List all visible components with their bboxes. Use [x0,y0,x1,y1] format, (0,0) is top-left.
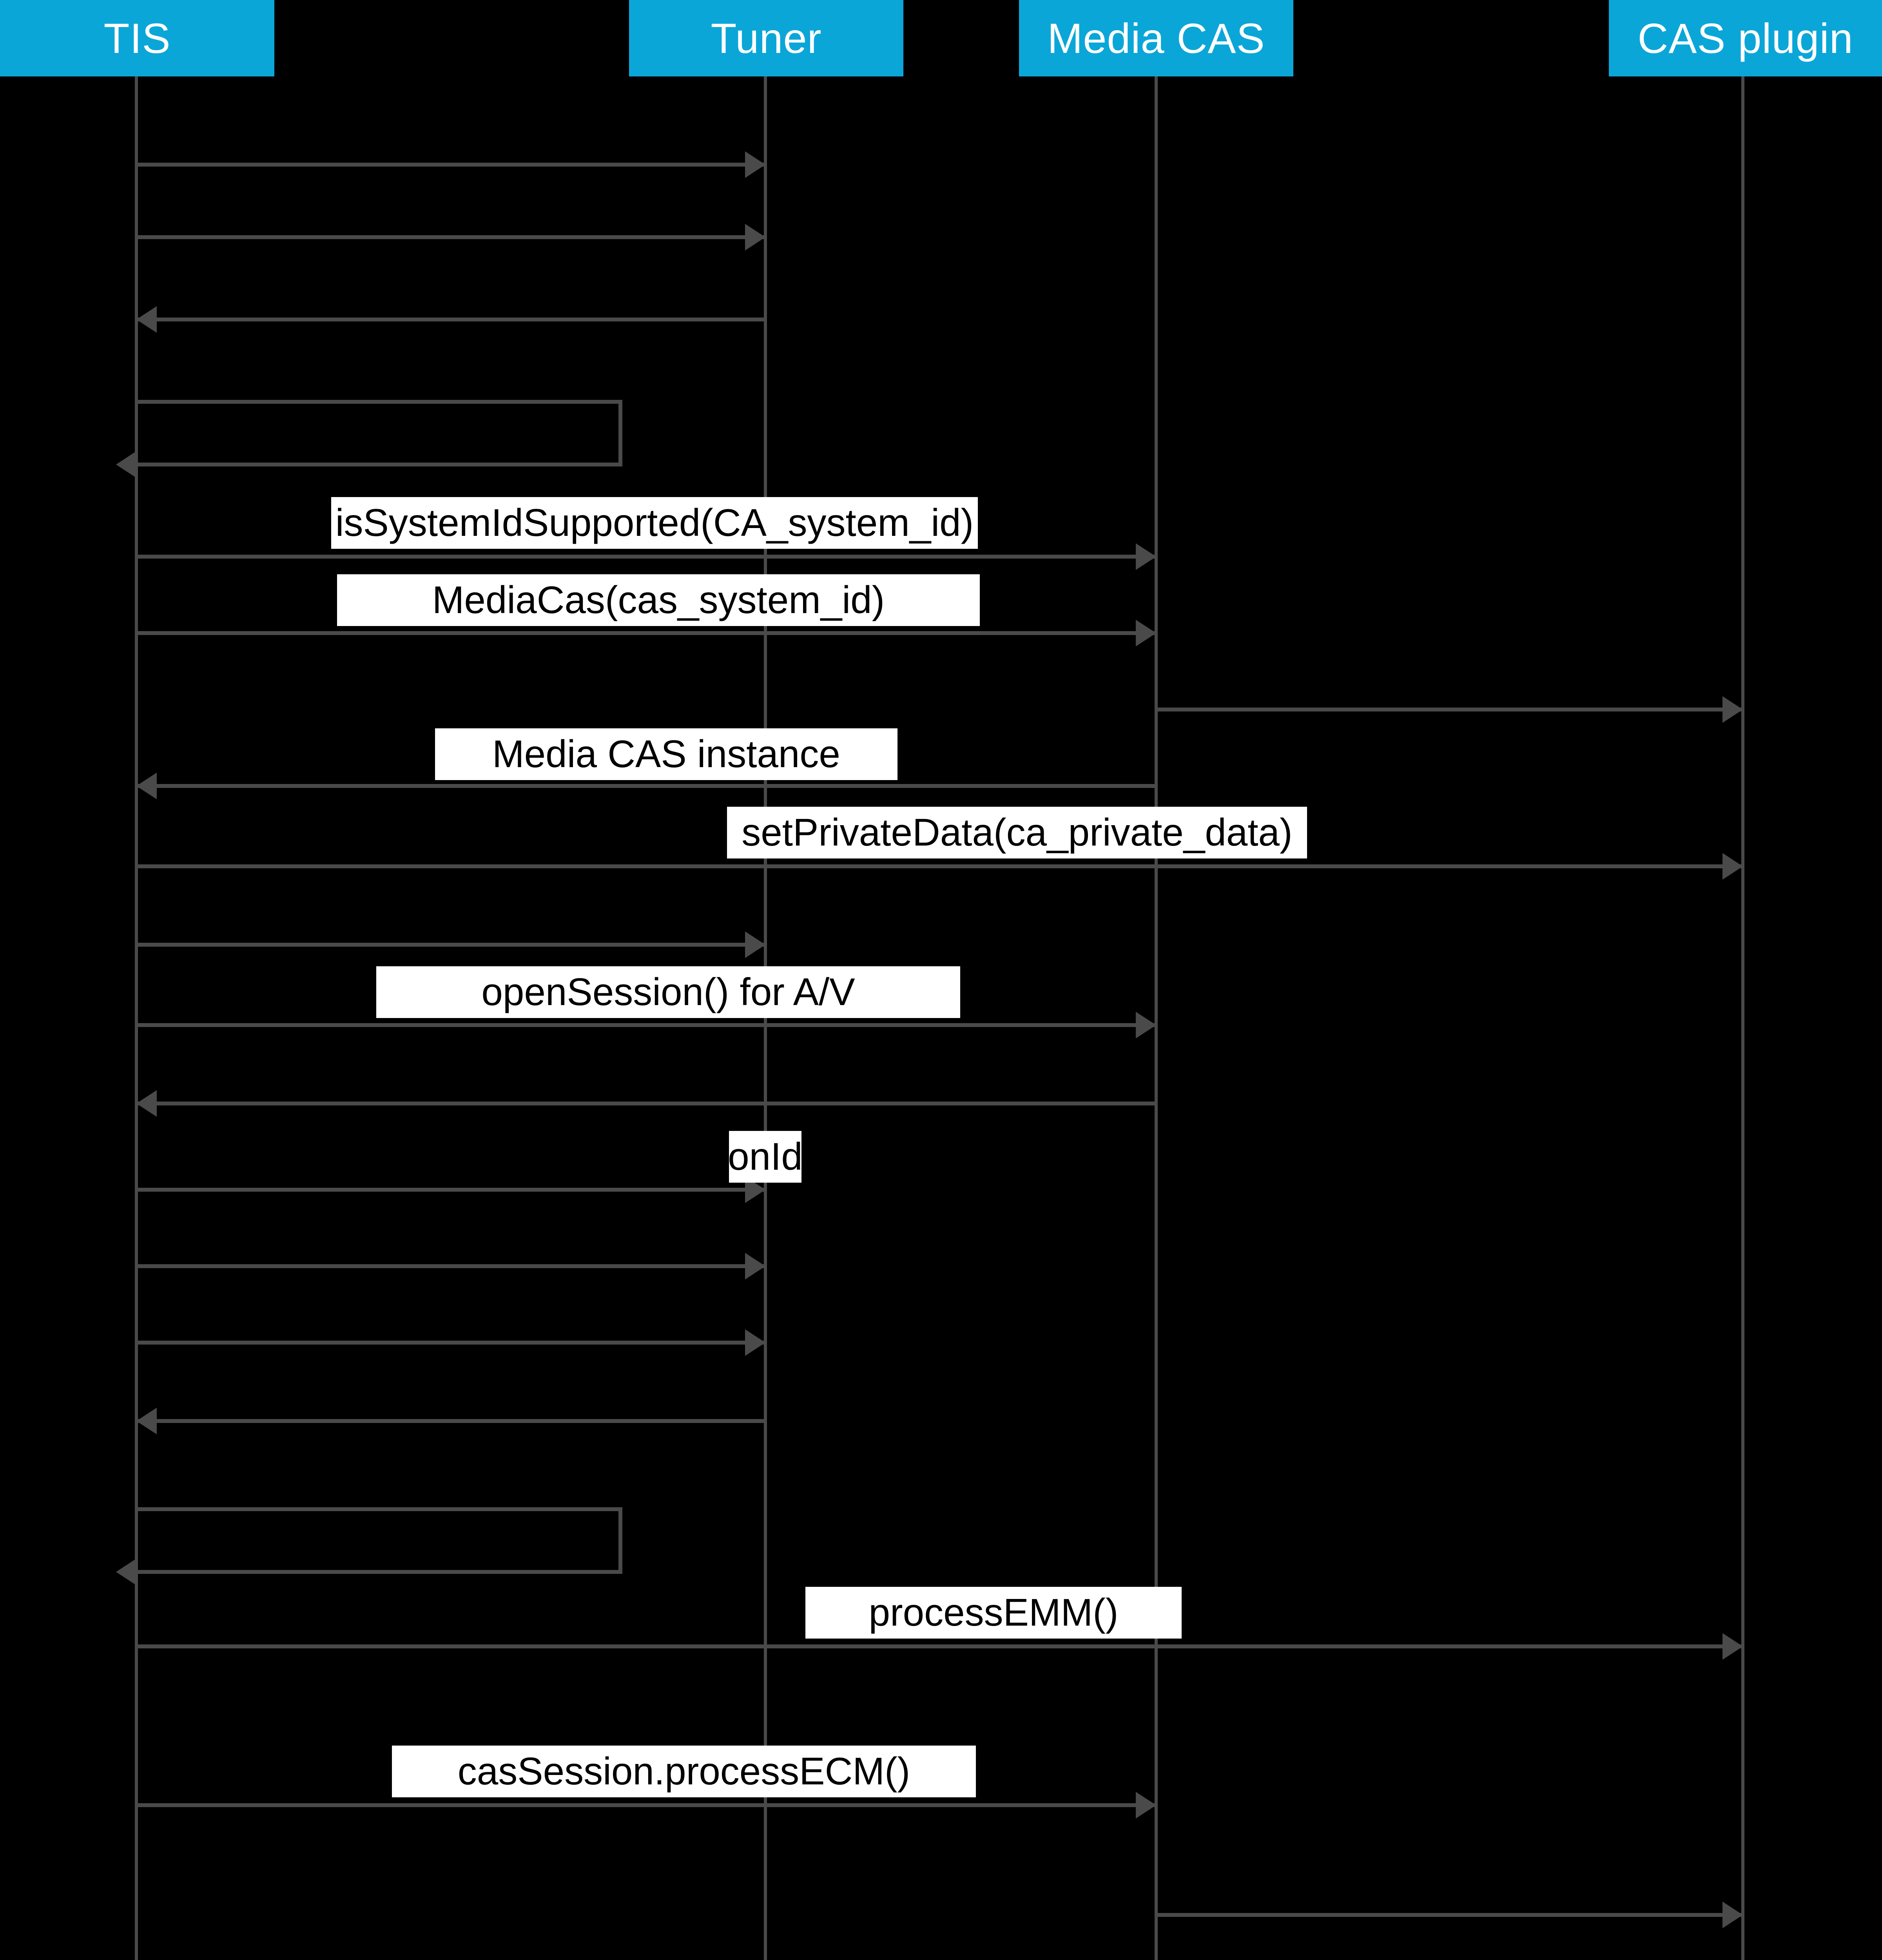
arrowhead-right-icon [745,1329,765,1356]
actor-header-tuner[interactable]: Tuner [629,0,903,76]
message-label-m5: isSystemIdSupported(CA_system_id) [331,497,978,549]
arrowhead-left-icon [136,1090,157,1117]
message-line-m13 [136,1188,765,1192]
message-label-m9: setPrivateData(ca_private_data) [727,807,1307,858]
self-message-m17 [136,1507,622,1574]
self-message-side-segment [618,1507,622,1570]
arrowhead-right-icon [1722,1902,1743,1928]
arrowhead-right-icon [1136,1012,1156,1038]
message-line-m6 [136,631,1156,635]
self-message-side-segment [618,400,622,463]
message-label-m8: Media CAS instance [435,728,897,780]
arrowhead-left-icon [136,306,157,333]
message-line-m3 [136,318,765,321]
message-line-m9 [136,864,1743,868]
self-message-bottom-segment [136,463,622,466]
message-line-m1 [136,163,765,167]
self-message-bottom-segment [136,1570,622,1574]
message-line-m15 [136,1341,765,1345]
arrowhead-right-icon [1722,696,1743,723]
lifeline-tuner [764,76,767,1960]
arrowhead-right-icon [745,224,765,250]
arrowhead-right-icon [1136,543,1156,570]
arrowhead-right-icon [1722,1633,1743,1660]
arrowhead-right-icon [745,151,765,178]
arrowhead-right-icon [1136,620,1156,646]
self-message-top-segment [136,1507,622,1511]
message-line-m11 [136,1023,1156,1027]
message-line-m5 [136,555,1156,559]
arrowhead-right-icon [1136,1792,1156,1818]
arrowhead-left-icon [116,1559,136,1585]
message-label-m11: openSession() for A/V [376,966,960,1018]
lifeline-casplugin [1741,76,1744,1960]
message-line-m19 [136,1803,1156,1807]
self-message-m4 [136,400,622,466]
message-line-m12 [136,1102,1156,1105]
message-line-m10 [136,943,765,947]
message-line-m16 [136,1419,765,1423]
arrowhead-left-icon [116,451,136,478]
message-line-m7 [1156,708,1743,711]
arrowhead-right-icon [745,931,765,958]
arrowhead-left-icon [136,1408,157,1434]
lifeline-tis [135,76,138,1960]
arrowhead-right-icon [745,1253,765,1279]
message-label-m19: casSession.processECM() [392,1746,976,1797]
actor-header-casplugin[interactable]: CAS plugin [1609,0,1882,76]
message-line-m20 [1156,1913,1743,1917]
actor-header-tis[interactable]: TIS [0,0,274,76]
message-label-m6: MediaCas(cas_system_id) [337,574,980,626]
self-message-top-segment [136,400,622,404]
lifeline-mediacas [1155,76,1158,1960]
arrowhead-right-icon [1722,853,1743,880]
message-line-m18 [136,1644,1743,1648]
message-line-m14 [136,1264,765,1268]
arrowhead-left-icon [136,773,157,799]
message-label-m18: processEMM() [805,1587,1182,1639]
message-line-m2 [136,235,765,239]
actor-header-mediacas[interactable]: Media CAS [1019,0,1293,76]
message-line-m8 [136,784,1156,788]
message-label-m13: onId [729,1131,801,1183]
